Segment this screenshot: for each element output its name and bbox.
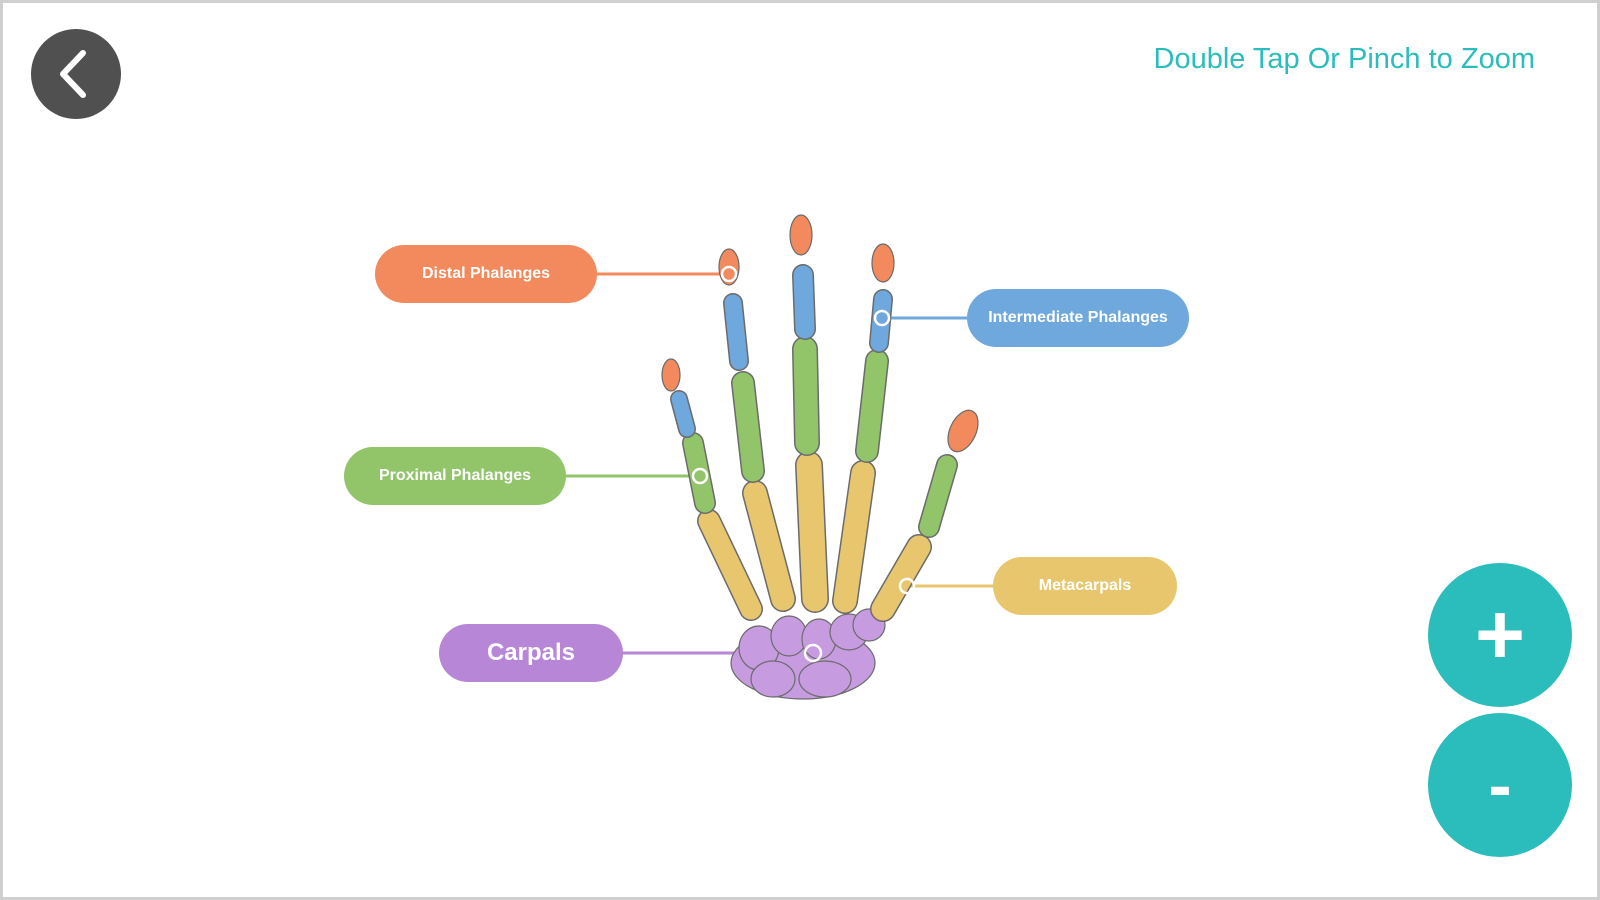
chevron-left-icon [60, 50, 86, 98]
hand-bones [661, 214, 979, 700]
hand-skeleton-diagram [563, 214, 995, 700]
marker-intermediate [873, 309, 891, 327]
metacarpal-bones [697, 451, 932, 622]
label-proximal-phalanges[interactable]: Proximal Phalanges [344, 447, 566, 505]
intermediate-phalanx-bones [670, 264, 893, 438]
marker-proximal [691, 467, 709, 485]
marker-carpals [803, 643, 823, 663]
zoom-in-button[interactable]: + [1428, 563, 1572, 707]
label-metacarpals[interactable]: Metacarpals [993, 557, 1177, 615]
back-button[interactable] [31, 29, 121, 119]
marker-metacarpals [898, 577, 916, 595]
carpal-bones [730, 608, 886, 700]
zoom-out-button[interactable]: - [1428, 713, 1572, 857]
marker-distal [720, 265, 738, 283]
label-carpals[interactable]: Carpals [439, 624, 623, 682]
proximal-phalanx-bones [682, 336, 958, 538]
label-distal-phalanges[interactable]: Distal Phalanges [375, 245, 597, 303]
zoom-hint: Double Tap Or Pinch to Zoom [1153, 43, 1536, 75]
label-intermediate-phalanges[interactable]: Intermediate Phalanges [967, 289, 1189, 347]
distal-phalanx-bones [661, 214, 979, 453]
